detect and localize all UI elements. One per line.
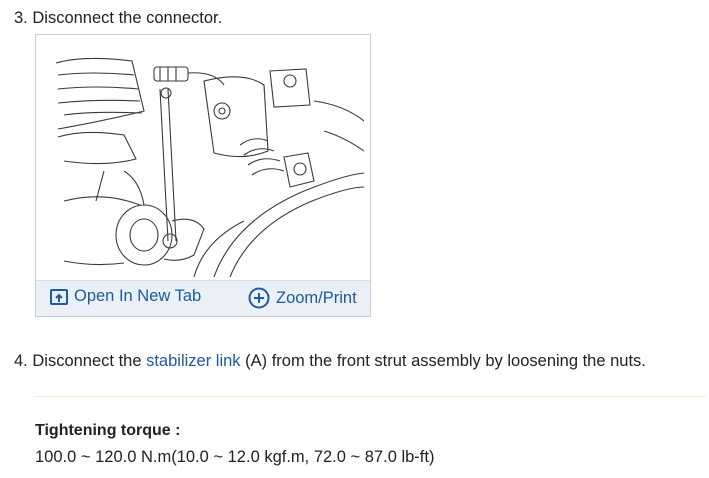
step-3-number: 3. [14,9,28,27]
open-new-tab-button[interactable]: Open In New Tab [50,287,201,306]
step-4: 4. Disconnect the stabilizer link (A) fr… [14,352,646,371]
figure-toolbar: Open In New Tab Zoom/Print [36,280,370,316]
stabilizer-link[interactable]: stabilizer link [146,352,241,370]
zoom-plus-icon [248,287,270,309]
torque-label: Tightening torque : [35,422,181,439]
torque-value: 100.0 ~ 120.0 N.m(10.0 ~ 12.0 kgf.m, 72.… [35,448,435,466]
open-new-tab-icon [50,288,68,305]
step-4-text-before: Disconnect the [32,352,147,370]
step-4-text-after: (A) from the front strut assembly by loo… [240,352,646,370]
zoom-print-button[interactable]: Zoom/Print [248,287,357,309]
zoom-print-label: Zoom/Print [276,288,357,307]
connector-illustration [55,57,364,277]
open-new-tab-label: Open In New Tab [74,287,202,305]
section-divider [34,396,706,397]
step-3-text: Disconnect the connector. [32,9,223,27]
connector-figure: Open In New Tab Zoom/Print [35,34,371,317]
step-4-number: 4. [14,352,28,370]
step-3: 3. Disconnect the connector. [14,9,222,28]
